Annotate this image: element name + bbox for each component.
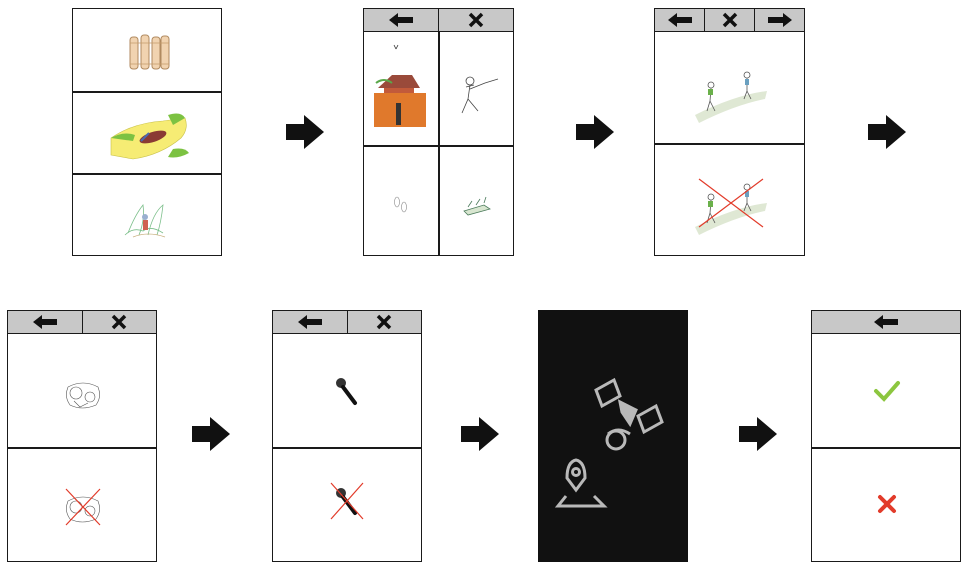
back-button[interactable]: [364, 9, 439, 31]
close-icon: [377, 314, 392, 330]
back-button[interactable]: [812, 311, 960, 333]
arrow-left-icon: [389, 13, 413, 27]
panel-microphone-yes[interactable]: [273, 335, 421, 447]
screen-confirm-submit: [811, 310, 961, 562]
map-pin-icon: [554, 458, 608, 508]
panel-footprints[interactable]: [364, 147, 438, 255]
cross-icon: [65, 488, 101, 526]
panel-confirm[interactable]: [812, 335, 960, 447]
toolbar: [655, 9, 804, 32]
panel-hunters-no[interactable]: [655, 145, 804, 255]
panel-logs[interactable]: [73, 9, 221, 91]
back-button[interactable]: [273, 311, 348, 333]
panel-farm-house[interactable]: [364, 33, 438, 145]
traps-illustration: [463, 196, 491, 216]
hunters-crossed-illustration: [695, 178, 767, 235]
arrow-left-icon: [874, 315, 898, 329]
close-icon: [722, 12, 737, 28]
crocodile-river-illustration: [110, 113, 189, 160]
back-button[interactable]: [655, 9, 705, 31]
close-button[interactable]: [348, 311, 422, 333]
panel-crocodile-river[interactable]: [73, 93, 221, 173]
arrow-left-icon: [32, 315, 57, 329]
panel-hunter-with-gun[interactable]: [440, 33, 513, 145]
screen-yes-no-traps: [7, 310, 157, 562]
toolbar: [364, 9, 513, 32]
forward-button[interactable]: [755, 9, 804, 31]
flow-arrow-icon: [868, 115, 906, 149]
flow-arrow-icon: [739, 417, 777, 451]
screen-gps-acquire: [538, 310, 688, 562]
flow-arrow-icon: [461, 417, 499, 451]
back-button[interactable]: [8, 311, 83, 333]
forest-animal-illustration: [124, 204, 166, 238]
close-button[interactable]: [83, 311, 157, 333]
flow-arrow-icon: [286, 115, 324, 149]
farm-house-illustration: [374, 44, 426, 127]
screen-yes-no-hunting: [654, 8, 805, 256]
close-icon: [468, 12, 484, 28]
screen-record-audio: [272, 310, 422, 562]
panel-traps-yes[interactable]: [8, 335, 156, 447]
trap-sketch-crossed-illustration: [65, 488, 101, 526]
hunters-illustration: [695, 71, 767, 123]
satellite-icon: [594, 377, 664, 451]
panel-hunters-yes[interactable]: [655, 33, 804, 143]
flow-arrow-icon: [576, 115, 614, 149]
arrow-left-icon: [297, 315, 322, 329]
gps-screen-graphic: [554, 377, 664, 508]
hunter-illustration: [461, 76, 499, 114]
cross-icon: [698, 178, 764, 228]
footprints-illustration: [394, 196, 407, 213]
panel-forest-animal[interactable]: [73, 175, 221, 255]
trap-sketch-illustration: [66, 382, 100, 409]
close-icon: [112, 314, 127, 330]
microphone-icon: [336, 378, 357, 405]
panel-traps-no[interactable]: [8, 449, 156, 561]
microphone-crossed-icon: [330, 482, 364, 520]
toolbar: [812, 311, 960, 334]
toolbar: [8, 311, 156, 334]
arrow-right-icon: [767, 13, 792, 27]
close-button[interactable]: [439, 9, 513, 31]
screen-category-menu: [72, 8, 222, 256]
panel-microphone-no[interactable]: [273, 449, 421, 561]
arrow-left-icon: [667, 13, 692, 27]
flow-arrow-icon: [192, 417, 230, 451]
toolbar: [273, 311, 421, 334]
logs-illustration: [129, 34, 170, 70]
close-button[interactable]: [705, 9, 755, 31]
checkmark-icon: [874, 381, 900, 402]
panel-reject[interactable]: [812, 449, 960, 561]
cross-icon: [330, 482, 364, 520]
panel-traps[interactable]: [440, 147, 513, 255]
screen-activity-grid: [363, 8, 514, 256]
cross-icon: [878, 495, 896, 513]
